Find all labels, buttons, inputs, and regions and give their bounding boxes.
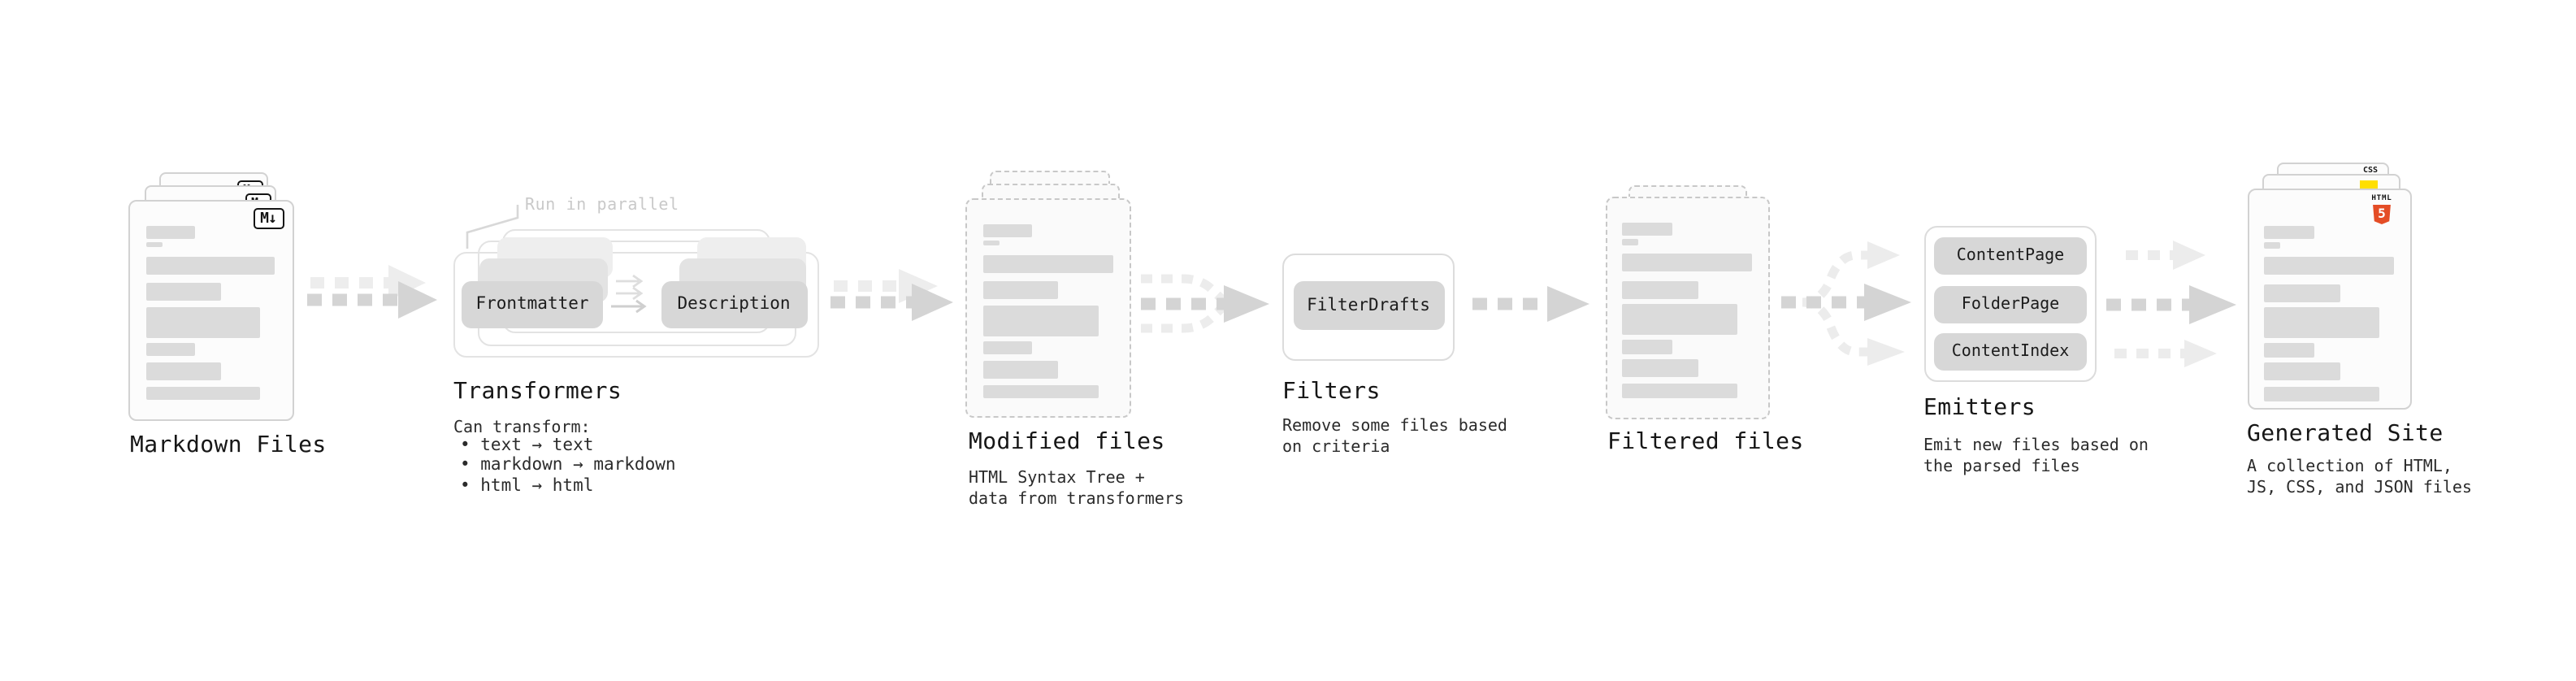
desc-line: HTML Syntax Tree + [969, 470, 1145, 488]
node-filterdrafts: FilterDrafts [1293, 280, 1444, 329]
markdown-icon: M↓ [253, 208, 284, 229]
node-frontmatter: Frontmatter [462, 280, 603, 327]
generated-site-desc: A collection of HTML, JS, CSS, and JSON … [2247, 457, 2472, 499]
modified-files-desc: HTML Syntax Tree + data from transformer… [969, 468, 1184, 510]
emitters-desc: Emit new files based on the parsed files [1923, 436, 2149, 478]
bullet-item: • html → html [460, 475, 594, 495]
flow-arrow-icon [830, 284, 953, 321]
node-contentindex: ContentIndex [1934, 332, 2087, 370]
generated-site-label: Generated Site [2247, 420, 2444, 446]
filters-label: Filters [1282, 378, 1381, 404]
js-icon [2360, 180, 2377, 189]
emitters-label: Emitters [1923, 395, 2036, 421]
text-skeleton [982, 223, 1114, 398]
html5-word: HTML [2371, 195, 2392, 203]
flow-arrow-ghost-icon [834, 269, 938, 303]
html5-number: 5 [2378, 206, 2386, 222]
merge-curves-icon [1141, 274, 1229, 333]
bullet-item: • markdown → markdown [460, 455, 676, 475]
run-in-parallel-note: Run in parallel [525, 196, 679, 214]
modified-files-label: Modified files [969, 429, 1165, 455]
text-skeleton [2264, 226, 2395, 401]
transformer-frame-front [453, 252, 818, 358]
desc-line: the parsed files [1923, 458, 2080, 476]
desc-line: on criteria [1282, 439, 1390, 457]
node-contentpage: ContentPage [1934, 237, 2087, 275]
transformers-label: Transformers [453, 378, 622, 404]
transformers-bullet-list: • text → text • markdown → markdown • ht… [460, 435, 676, 496]
text-skeleton [1622, 223, 1753, 397]
bullet-item: • text → text [460, 435, 594, 454]
filters-desc: Remove some files based on criteria [1282, 416, 1507, 458]
split-arrowhead-icon [1867, 338, 1905, 366]
desc-line: JS, CSS, and JSON files [2247, 479, 2472, 497]
flow-arrow-light-icon [2114, 340, 2217, 367]
flow-arrow-ghost-icon [310, 265, 426, 301]
markdown-file-front: M↓ [128, 199, 293, 420]
node-description: Description [661, 280, 807, 327]
transformers-desc-title: Can transform: [453, 419, 591, 437]
flow-arrow-icon [1472, 286, 1589, 322]
split-curves-icon [1802, 250, 1869, 357]
desc-line: Remove some files based [1282, 418, 1507, 436]
desc-line: data from transformers [969, 491, 1184, 509]
desc-line: A collection of HTML, [2247, 458, 2452, 476]
node-folderpage: FolderPage [1934, 285, 2087, 323]
flow-arrow-icon [1141, 285, 1269, 323]
flow-arrow-icon [2106, 285, 2236, 324]
flow-arrow-light-icon [2126, 241, 2205, 270]
markdown-files-label: Markdown Files [130, 432, 327, 458]
split-arrowhead-icon [1867, 241, 1900, 269]
html5-icon: HTML 5 [2364, 195, 2400, 224]
filtered-file-front [1605, 197, 1770, 419]
filtered-files-label: Filtered files [1607, 429, 1804, 455]
modified-file-front [965, 197, 1131, 417]
flow-arrow-icon [1781, 284, 1911, 321]
flow-arrow-icon [307, 281, 437, 319]
desc-line: Emit new files based on [1923, 437, 2149, 455]
text-skeleton [145, 225, 276, 400]
html-file-front: HTML 5 [2247, 189, 2412, 409]
